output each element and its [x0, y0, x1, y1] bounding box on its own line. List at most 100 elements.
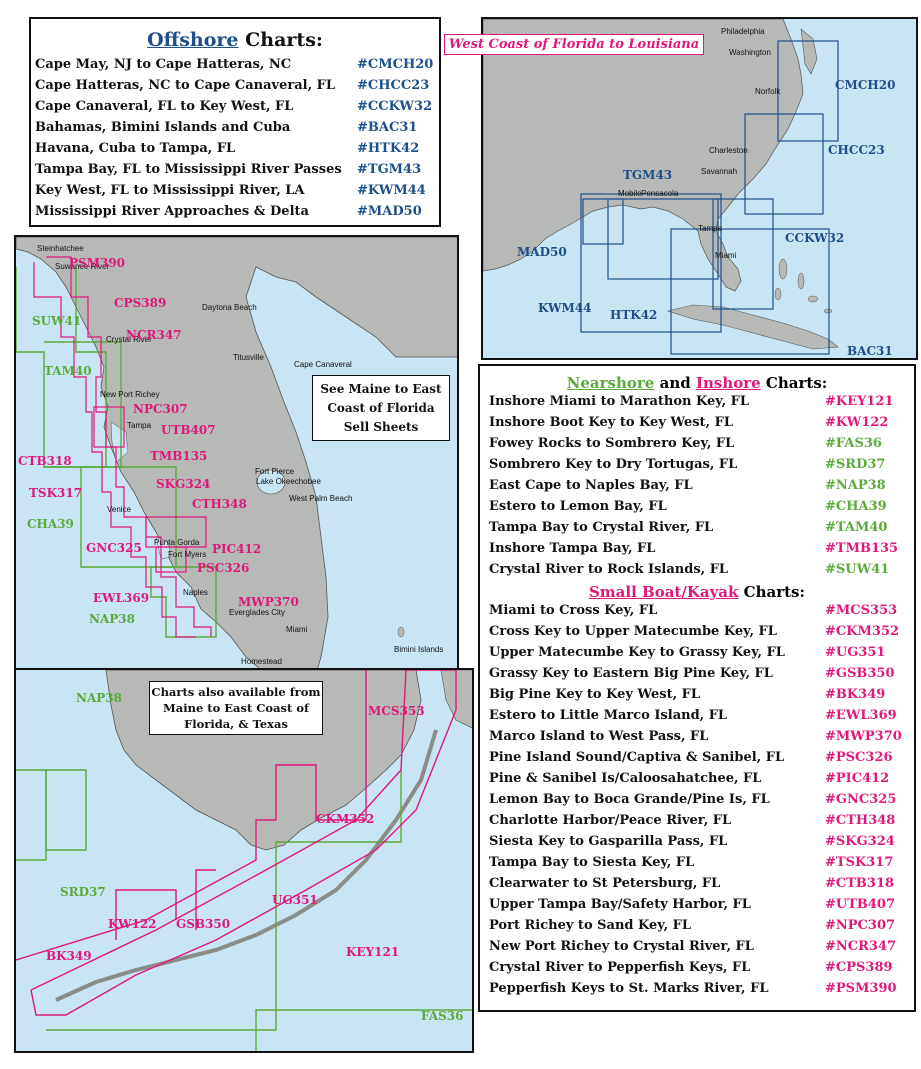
chart-code: #CPS389: [825, 960, 893, 975]
chart-label: FAS36: [421, 1009, 464, 1023]
chart-code: #BAC31: [357, 120, 418, 135]
overview-map-graphic: [483, 19, 839, 355]
small-boat-row: Clearwater to St Petersburg, FL#CTB318: [480, 876, 914, 897]
small-boat-row: Upper Tampa Bay/Safety Harbor, FL#UTB407: [480, 897, 914, 918]
small-boat-chart-boundaries: [33, 256, 212, 638]
city-label: Naples: [183, 588, 208, 597]
chart-name: Estero to Lemon Bay, FL: [489, 499, 667, 514]
chart-label: MWP370: [238, 595, 299, 609]
city-label: Savannah: [701, 167, 738, 176]
small-boat-row: Lemon Bay to Boca Grande/Pine Is, FL#GNC…: [480, 792, 914, 813]
chart-label: PIC412: [212, 542, 262, 556]
chart-label: SRD37: [60, 885, 106, 899]
chart-name: New Port Richey to Crystal River, FL: [489, 939, 754, 954]
offshore-charts-box: Offshore Charts: Cape May, NJ to Cape Ha…: [29, 17, 441, 227]
chart-code: #GNC325: [825, 792, 897, 807]
chart-name: Tampa Bay, FL to Mississippi River Passe…: [35, 162, 342, 177]
delmarva: [800, 28, 818, 75]
bahamas-edge: [440, 670, 472, 729]
chart-code: #TSK317: [825, 855, 894, 870]
keys-nearshore-boundaries: [16, 769, 472, 1051]
chart-code: #PSM390: [825, 981, 897, 996]
chart-code: #KWM44: [357, 183, 426, 198]
chart-label: SUW41: [32, 314, 82, 328]
city-label: Tampa: [698, 224, 723, 233]
chart-name: Upper Tampa Bay/Safety Harbor, FL: [489, 897, 751, 912]
chart-label: TMB135: [150, 449, 208, 463]
nearshore-row: Inshore Boot Key to Key West, FL #KW122: [480, 415, 914, 436]
nearshore-row: East Cape to Naples Bay, FL#NAP38: [480, 478, 914, 499]
city-label: Steinhatchee: [37, 244, 84, 253]
chart-label: MAD50: [517, 245, 567, 259]
chart-label: NAP38: [76, 691, 123, 705]
chart-label: CTB318: [18, 454, 72, 468]
small-boat-row: Marco Island to West Pass, FL#MWP370: [480, 729, 914, 750]
inshore-word: Inshore: [695, 374, 761, 392]
chart-name: Pepperfish Keys to St. Marks River, FL: [489, 981, 769, 996]
city-label: Lake Okeechobee: [256, 477, 321, 486]
nearshore-row: Crystal River to Rock Islands, FL#SUW41: [480, 562, 914, 583]
city-label: Fort Myers: [168, 550, 207, 559]
city-label: Punta Gorda: [154, 538, 200, 547]
small-boat-row: Cross Key to Upper Matecumbe Key, FL#CKM…: [480, 624, 914, 645]
offshore-row: Mississippi River Approaches & Delta#MAD…: [31, 204, 439, 225]
chart-name: Cross Key to Upper Matecumbe Key, FL: [489, 624, 777, 639]
city-label: Pensacola: [641, 189, 679, 198]
chart-name: Inshore Boot Key to Key West, FL: [489, 415, 733, 430]
city-label: Suwanee River: [55, 262, 110, 271]
chart-name: Sombrero Key to Dry Tortugas, FL: [489, 457, 738, 472]
nearshore-heading: Nearshore and Inshore Charts:: [480, 374, 914, 392]
offshore-heading: Offshore Charts:: [31, 29, 439, 51]
nearshore-row: Inshore Tampa Bay, FL #TMB135: [480, 541, 914, 562]
chart-label: NPC307: [133, 402, 188, 416]
chart-name: Mississippi River Approaches & Delta: [35, 204, 309, 219]
chart-name: Inshore Tampa Bay, FL: [489, 541, 656, 556]
keys-small-boat-boundaries: [16, 670, 457, 1016]
city-label: Daytona Beach: [202, 303, 257, 312]
chart-name: Marco Island to West Pass, FL: [489, 729, 709, 744]
keys-callout: Charts also available from Maine to East…: [149, 681, 323, 735]
chart-code: #GSB350: [825, 666, 895, 681]
chart-code: #CMCH20: [357, 57, 434, 72]
city-label: Homestead: [241, 657, 282, 666]
small-boat-row: Tampa Bay to Siesta Key, FL #TSK317: [480, 855, 914, 876]
small-boat-row: Pepperfish Keys to St. Marks River, FL #P…: [480, 981, 914, 1002]
city-label: Charleston: [709, 146, 748, 155]
small-boat-rest: Charts:: [743, 583, 806, 601]
city-label: Miami: [715, 251, 737, 260]
chart-name: Tampa Bay to Siesta Key, FL: [489, 855, 695, 870]
city-label: Norfolk: [755, 87, 781, 96]
chart-code: #NPC307: [825, 918, 896, 933]
florida-land: [16, 237, 457, 670]
city-label: Everglades City: [229, 608, 286, 617]
sell-sheets-callout: See Maine to East Coast of Florida Sell …: [312, 375, 450, 441]
chart-label: CHCC23: [828, 143, 885, 157]
chart-name: Cape May, NJ to Cape Hatteras, NC: [35, 57, 292, 72]
chart-code: #KW122: [825, 415, 889, 430]
chart-label: MCS353: [368, 704, 425, 718]
chart-name: Key West, FL to Mississippi River, LA: [35, 183, 305, 198]
chart-label: TAM40: [44, 364, 92, 378]
chart-code: #MCS353: [825, 603, 898, 618]
chart-label: CPS389: [114, 296, 167, 310]
west-florida-graphic: [16, 237, 457, 670]
chart-label: CKM352: [316, 812, 375, 826]
city-label: Miami: [286, 625, 308, 634]
chart-code: #TMB135: [825, 541, 899, 556]
city-label: West Palm Beach: [289, 494, 353, 503]
chart-label: UG351: [272, 893, 318, 907]
nearshore-charts-box: Nearshore and Inshore Charts: Inshore Mi…: [478, 364, 916, 1012]
chart-name: Charlotte Harbor/Peace River, FL: [489, 813, 732, 828]
chart-name: Cape Hatteras, NC to Cape Canaveral, FL: [35, 78, 336, 93]
chart-code: #CCKW32: [357, 99, 433, 114]
chart-code: #CTH348: [825, 813, 896, 828]
chart-label: CMCH20: [835, 78, 896, 92]
city-label: New Port Richey: [100, 390, 160, 399]
nearshore-chart-boundaries: [16, 267, 217, 638]
chart-name: Pine & Sanibel Is/Caloosahatchee, FL: [489, 771, 762, 786]
bahamas: [774, 258, 833, 314]
charlotte-harbor: [155, 536, 172, 560]
chart-label: NAP38: [89, 612, 136, 626]
